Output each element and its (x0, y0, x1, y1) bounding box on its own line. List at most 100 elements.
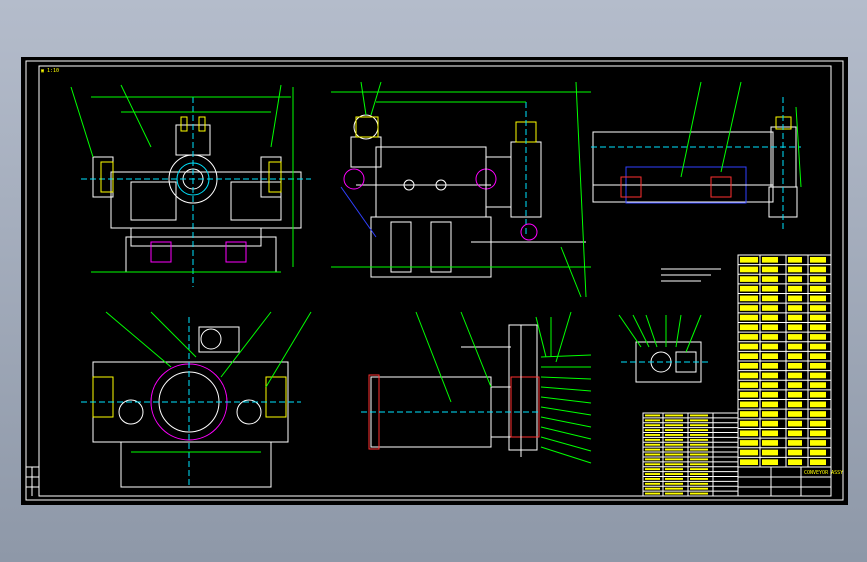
parts-table-cell-text (740, 430, 758, 437)
parts-table-cell-text (810, 257, 826, 263)
bom-table (642, 412, 739, 497)
parts-table-cell-text (788, 324, 802, 331)
parts-table-cell-text (788, 401, 802, 408)
bom-table-cell-text (690, 424, 708, 427)
parts-table-cell-text (740, 440, 758, 446)
parts-table-cell-text (788, 411, 802, 417)
bom-table-cell-text (665, 424, 683, 427)
parts-table-cell-text (762, 276, 778, 282)
parts-table-cell-text (788, 391, 802, 398)
bom-table-cell-text (645, 463, 660, 466)
parts-table-cell-text (788, 363, 802, 369)
parts-table-cell-text (740, 314, 758, 321)
view-bearing-detail (618, 268, 721, 383)
parts-table-cell-text (810, 420, 826, 427)
parts-table-cell-text (810, 363, 826, 369)
parts-table-cell-text (762, 257, 778, 263)
parts-table-cell-text (762, 334, 778, 340)
bom-table-cell-text (665, 429, 683, 432)
parts-table-cell-text (740, 305, 758, 311)
parts-table-cell-text (810, 449, 826, 456)
bom-table-cell-text (645, 438, 660, 441)
parts-table-cell-text (740, 449, 758, 456)
parts-table-cell-text (740, 353, 758, 359)
bom-table-cell-text (690, 429, 708, 432)
view-end-section (81, 311, 312, 488)
parts-table-cell-text (810, 372, 826, 379)
parts-table-cell-text (788, 372, 802, 379)
parts-table-cell-text (810, 343, 826, 350)
view-front-elevation (70, 84, 311, 287)
bom-table-cell-text (665, 438, 683, 441)
parts-table-cell-text (762, 382, 778, 388)
bom-table-cell-text (645, 492, 660, 495)
bom-table-cell-text (645, 414, 660, 417)
bom-table-cell-text (690, 482, 708, 485)
parts-table-cell-text (788, 343, 802, 350)
parts-table-cell-text (788, 382, 802, 388)
parts-table-cell-text (740, 372, 758, 379)
parts-table-cell-text (788, 305, 802, 311)
parts-table-cell-text (810, 459, 826, 465)
parts-table-cell-text (740, 401, 758, 408)
parts-table-cell-text (810, 411, 826, 417)
parts-table-cell-text (762, 324, 778, 331)
parts-table-cell-text (810, 382, 826, 388)
parts-table-cell-text (762, 440, 778, 446)
parts-list-table (737, 254, 832, 468)
bom-table-cell-text (690, 487, 708, 490)
parts-table-cell-text (762, 401, 778, 408)
bom-table-cell-text (665, 473, 683, 475)
parts-table-cell-text (788, 295, 802, 302)
parts-table-cell-text (788, 430, 802, 437)
parts-table-cell-text (762, 449, 778, 456)
parts-table-cell-text (740, 391, 758, 398)
bom-table-cell-text (690, 438, 708, 441)
bom-table-cell-text (690, 473, 708, 475)
parts-table-cell-text (762, 314, 778, 321)
parts-table-cell-text (810, 430, 826, 437)
parts-table-cell-text (740, 257, 758, 263)
parts-table-cell-text (810, 324, 826, 331)
parts-table-cell-text (762, 285, 778, 292)
bom-table-cell-text (690, 468, 708, 471)
bom-table-cell-text (645, 448, 660, 451)
bom-table-cell-text (645, 443, 660, 446)
parts-table-cell-text (740, 343, 758, 350)
parts-table-cell-text (810, 285, 826, 292)
sheet-inner-border (38, 65, 832, 497)
parts-table-cell-text (762, 295, 778, 302)
parts-table-cell-text (762, 305, 778, 311)
parts-table-cell-text (810, 401, 826, 408)
parts-table-cell-text (788, 257, 802, 263)
parts-table-cell-text (788, 449, 802, 456)
parts-table-cell-text (740, 459, 758, 465)
bom-table-cell-text (690, 434, 708, 436)
parts-table-cell-text (740, 411, 758, 417)
bom-table-cell-text (645, 477, 660, 480)
parts-table-cell-text (740, 324, 758, 331)
drawing-canvas[interactable]: ▣ 1:10 (21, 57, 848, 505)
parts-table-cell-text (740, 334, 758, 340)
parts-table-cell-text (788, 440, 802, 446)
view-side-elevation (331, 81, 591, 298)
parts-table-cell-text (740, 285, 758, 292)
cad-drawing: ▣ 1:10 (25, 60, 844, 501)
parts-table-cell-text (810, 295, 826, 302)
bom-table-cell-text (665, 482, 683, 485)
parts-table-cell-text (762, 391, 778, 398)
parts-table-cell-text (810, 276, 826, 282)
parts-table-cell-text (810, 305, 826, 311)
bom-table-cell-text (665, 463, 683, 466)
bom-table-cell-text (645, 468, 660, 471)
bom-table-cell-text (645, 434, 660, 436)
bom-table-cell-text (690, 477, 708, 480)
bom-table-cell-text (690, 414, 708, 417)
parts-table-cell-text (810, 266, 826, 273)
parts-table-cell-text (788, 285, 802, 292)
parts-table-cell-text (762, 430, 778, 437)
parts-table-cell-text (810, 314, 826, 321)
bom-table-cell-text (645, 487, 660, 490)
bom-table-cell-text (690, 448, 708, 451)
